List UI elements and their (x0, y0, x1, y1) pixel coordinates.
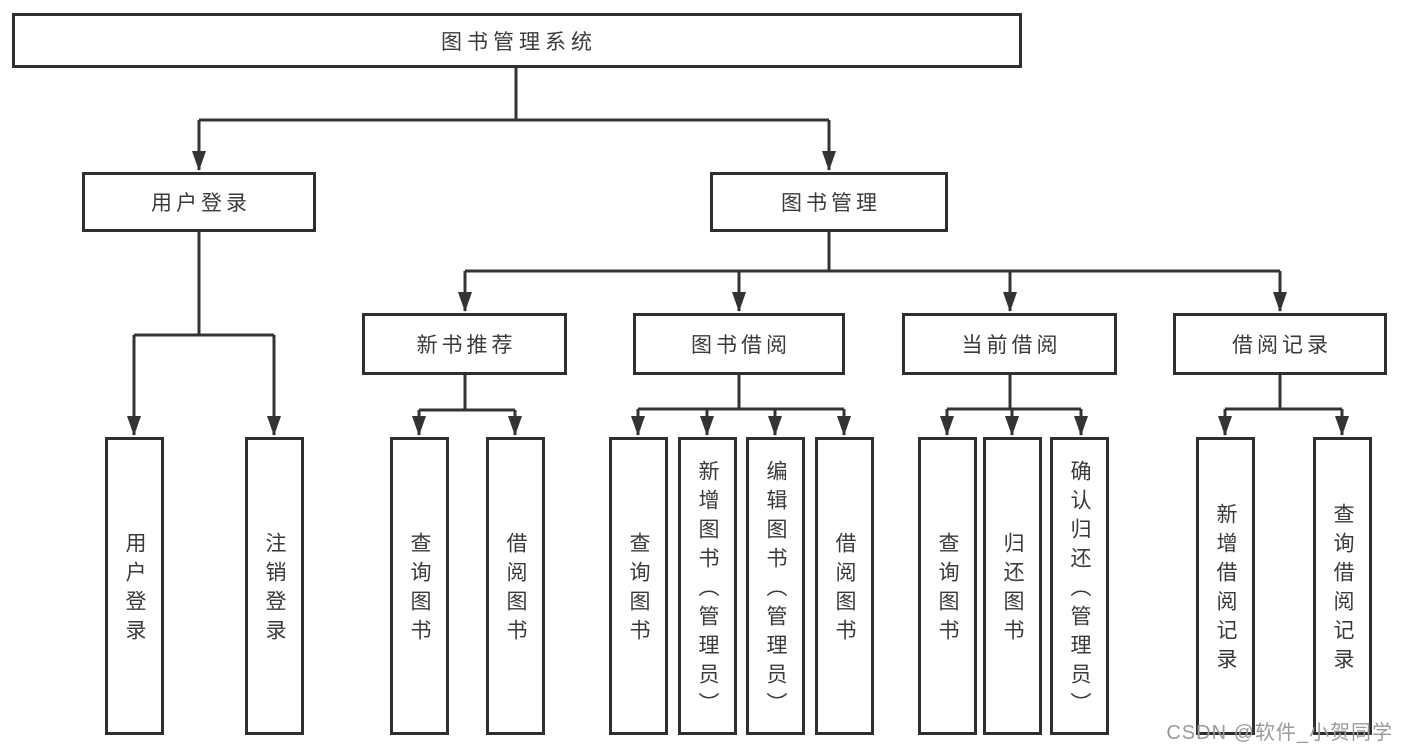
node-label: 用户登录 (123, 532, 146, 648)
node-borrowing-records: 借阅记录 (1173, 313, 1387, 375)
node-label: 图书借阅 (691, 334, 791, 357)
node-label: 查询借阅记录 (1331, 503, 1354, 677)
node-label: 注销登录 (263, 532, 286, 648)
node-label: 新书推荐 (416, 334, 517, 357)
node-label: 归还图书 (1001, 532, 1024, 648)
node-label: 借阅图书 (504, 532, 527, 648)
node-library-management-system: 图书管理系统 (12, 13, 1022, 68)
node-label: 编辑图书（管理员） (764, 459, 787, 721)
leaf-logout: 注销登录 (245, 437, 304, 735)
leaf-confirm-return-admin: 确认归还（管理员） (1050, 437, 1109, 735)
node-label: 当前借阅 (961, 334, 1062, 357)
node-label: 新增图书（管理员） (696, 459, 719, 721)
node-label: 借阅记录 (1232, 334, 1332, 357)
node-label: 查询图书 (408, 532, 431, 648)
node-label: 查询图书 (936, 532, 959, 648)
leaf-borrow-books-borrowing: 借阅图书 (815, 437, 874, 735)
node-label: 查询图书 (627, 532, 650, 648)
leaf-add-books-admin: 新增图书（管理员） (678, 437, 737, 735)
node-new-book-recommendation: 新书推荐 (362, 313, 567, 375)
node-label: 借阅图书 (833, 532, 856, 648)
node-label: 图书管理系统 (441, 30, 597, 54)
leaf-edit-books-admin: 编辑图书（管理员） (746, 437, 805, 735)
arrow-connectors (127, 120, 1349, 436)
node-book-borrowing: 图书借阅 (633, 313, 845, 375)
leaf-borrow-books-recommend: 借阅图书 (486, 437, 545, 735)
node-current-borrowing: 当前借阅 (902, 313, 1117, 375)
leaf-search-books-borrowing: 查询图书 (609, 437, 668, 735)
node-user-login: 用户登录 (82, 172, 316, 232)
node-label: 用户登录 (151, 192, 251, 215)
node-label: 新增借阅记录 (1214, 503, 1237, 677)
leaf-search-books-recommend: 查询图书 (390, 437, 449, 735)
leaf-query-borrow-record: 查询借阅记录 (1313, 437, 1372, 735)
leaf-return-books: 归还图书 (983, 437, 1042, 735)
node-label: 图书管理 (781, 192, 881, 215)
leaf-user-login: 用户登录 (105, 437, 164, 735)
node-book-management: 图书管理 (710, 172, 948, 232)
csdn-watermark: CSDN @软件_小贺同学 (1166, 722, 1393, 744)
node-label: 确认归还（管理员） (1068, 459, 1091, 721)
leaf-add-borrow-record: 新增借阅记录 (1196, 437, 1255, 735)
leaf-search-books-current: 查询图书 (918, 437, 977, 735)
